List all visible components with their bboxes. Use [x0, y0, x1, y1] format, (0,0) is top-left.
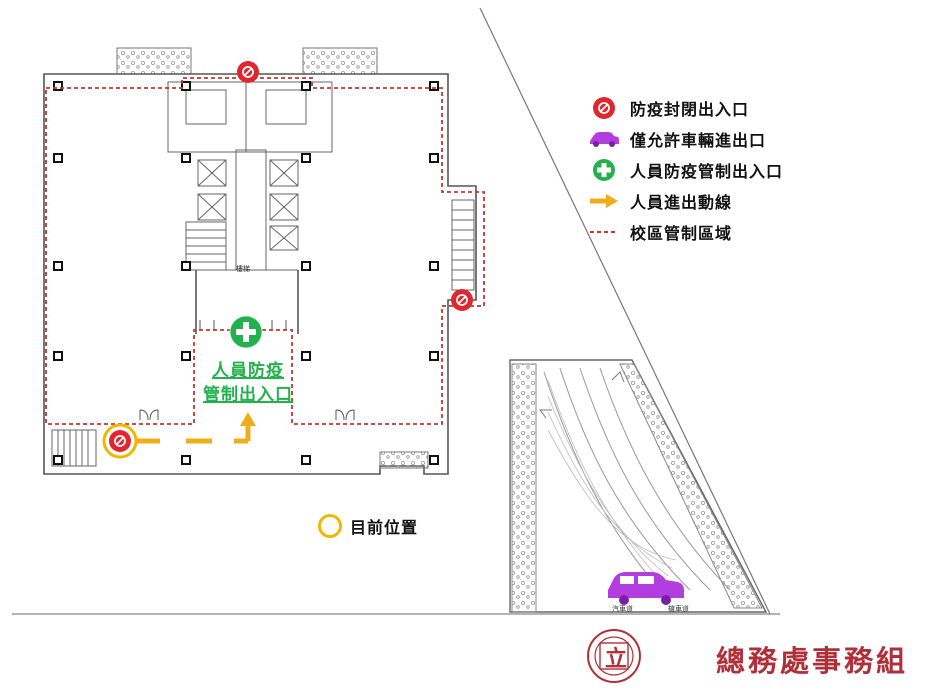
column-marker [53, 261, 63, 271]
column-marker [53, 351, 63, 361]
ramp-label-car: 汽車道 [612, 605, 633, 613]
legend-label-route: 人員進出動線 [630, 192, 733, 212]
column-marker [429, 153, 439, 163]
route-arrowhead [240, 412, 256, 426]
column-marker [53, 153, 63, 163]
closed-entrance-southwest [109, 430, 131, 452]
control-entrance-icon [229, 315, 263, 349]
column-marker [429, 455, 439, 465]
legend-item-control: 人員防疫管制出入口 [586, 154, 886, 185]
column-markers [53, 81, 439, 465]
legend-item-zone: 校區管制區域 [586, 216, 886, 247]
column-marker [181, 261, 191, 271]
legend-label-zone: 校區管制區域 [630, 223, 733, 243]
current-position-marker [102, 423, 138, 459]
current-position-legend: 目前位置 [318, 514, 418, 538]
control-gate-label-line2: 管制出入口 [203, 385, 293, 405]
column-marker [429, 351, 439, 361]
column-marker [301, 153, 311, 163]
column-marker [181, 153, 191, 163]
university-seal [587, 629, 641, 683]
site-boundary-line [479, 7, 771, 615]
closed-entrance-east [451, 289, 473, 311]
no-entry-icon [593, 96, 615, 119]
ramp-label-motorcycle: 機車道 [668, 605, 689, 613]
legend-item-closed: 防疫封閉出入口 [586, 92, 886, 123]
dashed-line-icon [590, 230, 618, 233]
stair-label: 樓梯 [236, 265, 250, 273]
parking-ramp [509, 359, 768, 613]
legend-label-vehicle: 僅允許車輛進出口 [630, 130, 767, 150]
column-marker [429, 81, 439, 91]
seal-character: 立 [605, 646, 628, 672]
planter-top-right [302, 47, 378, 75]
planter-bottom [379, 451, 429, 469]
planter-top-left [116, 47, 192, 75]
column-marker [301, 351, 311, 361]
department-name: 總務處事務組 [716, 644, 909, 678]
legend-item-route: 人員進出動線 [586, 185, 886, 216]
column-marker [181, 81, 191, 91]
control-gate-label-line1: 人員防疫 [212, 361, 284, 381]
legend-label-control: 人員防疫管制出入口 [630, 161, 784, 181]
campus-control-zone [45, 77, 485, 425]
column-marker [301, 455, 311, 465]
column-marker [301, 261, 311, 271]
map-legend: 防疫封閉出入口 僅允許車輛進出口 人員防疫管制出入口 [586, 92, 886, 247]
column-marker [53, 81, 63, 91]
position-ring-icon [318, 514, 342, 538]
current-position-label: 目前位置 [350, 518, 419, 537]
car-icon [590, 131, 619, 147]
closed-entrance-top [237, 61, 259, 83]
building-outline [43, 73, 477, 475]
column-marker [181, 455, 191, 465]
column-marker [301, 81, 311, 91]
east-stairwell [451, 199, 475, 291]
column-marker [429, 261, 439, 271]
column-marker [53, 455, 63, 465]
building-core [167, 81, 333, 271]
column-marker [181, 351, 191, 361]
car-icon [608, 572, 684, 605]
legend-item-vehicle: 僅允許車輛進出口 [586, 123, 886, 154]
arrow-icon [590, 193, 618, 208]
doors [139, 320, 355, 421]
legend-label-closed: 防疫封閉出入口 [630, 99, 750, 119]
green-cross-icon [593, 158, 615, 181]
